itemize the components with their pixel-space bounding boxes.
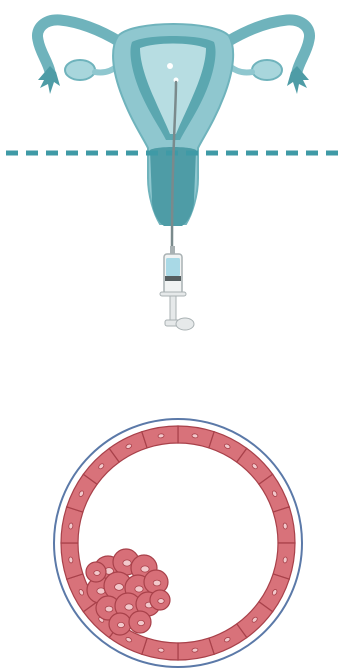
embryo-dot: [167, 63, 173, 69]
left-fimbriae: [38, 66, 60, 94]
cell-nucleus: [68, 557, 73, 564]
blastocyst-icon: [0, 400, 347, 668]
cell-nucleus: [115, 584, 124, 591]
syringe-icon: [160, 246, 194, 330]
cell-nucleus: [158, 648, 165, 653]
cell-nucleus: [117, 622, 124, 627]
cell-nucleus: [283, 523, 288, 530]
right-ovary: [252, 60, 282, 80]
uterus-icon: [0, 0, 347, 380]
cell-nucleus: [192, 433, 199, 438]
cell-nucleus: [94, 571, 100, 576]
uterus-transfer-illustration: [0, 0, 347, 380]
cell-nucleus: [123, 560, 131, 566]
cell-nucleus: [158, 599, 164, 604]
right-fimbriae: [287, 66, 309, 94]
left-ovary: [65, 60, 95, 80]
cell-nucleus: [125, 604, 133, 610]
cell-nucleus: [283, 557, 288, 564]
cell-nucleus: [105, 606, 113, 612]
blastocyst-illustration: [0, 400, 347, 668]
cell-nucleus: [192, 648, 199, 653]
cell-nucleus: [158, 433, 165, 438]
cell-nucleus: [68, 523, 73, 530]
cell-nucleus: [153, 580, 161, 586]
cell-nucleus: [137, 620, 144, 625]
cell-nucleus: [141, 566, 149, 572]
cell-nucleus: [135, 586, 143, 592]
